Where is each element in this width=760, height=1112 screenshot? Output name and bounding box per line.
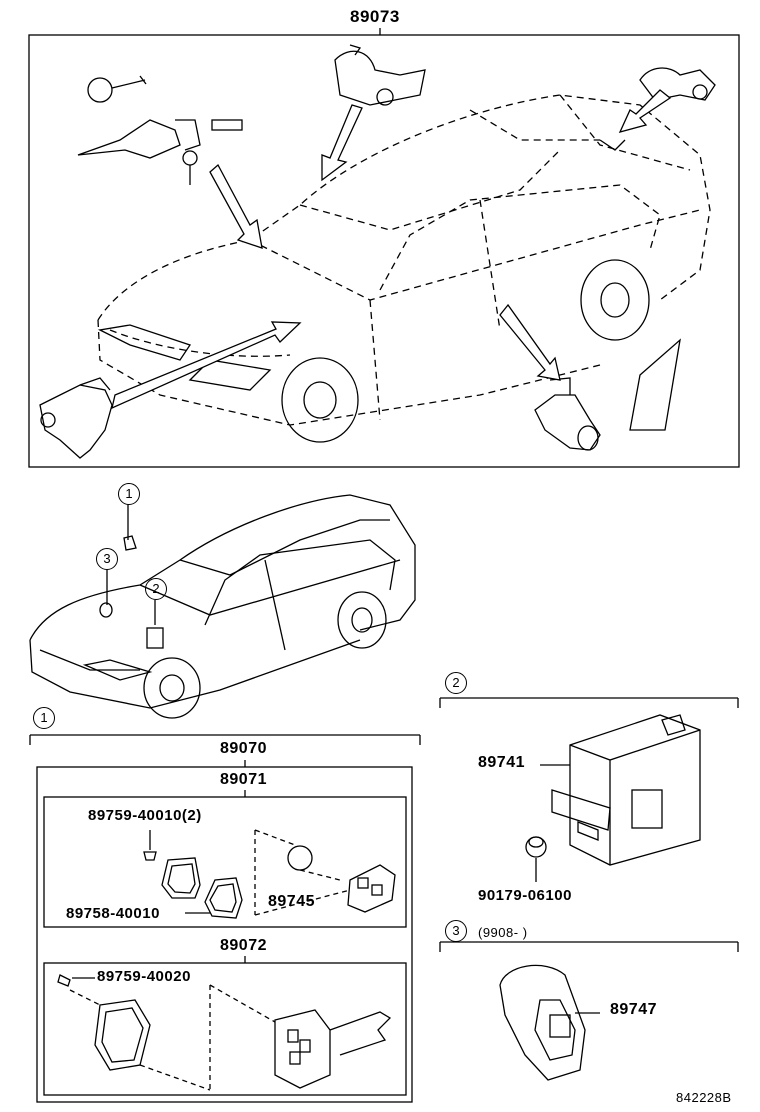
back-door-lock-art <box>599 67 716 151</box>
top-group-part-number: 89073 <box>350 7 400 26</box>
section3-date-note: (9908- ) <box>478 925 528 940</box>
callout-leaders <box>99 505 164 649</box>
middle-callout-2: 2 <box>145 578 167 600</box>
top-frame <box>28 34 740 468</box>
transmitter-parts-art <box>143 829 396 919</box>
transmitter-case-part-number: 89758-40010 <box>66 905 160 922</box>
receiver-part-number: 89741 <box>478 754 525 771</box>
battery-part-number: 89745 <box>268 893 315 910</box>
door-lock-cylinder-bottom-art <box>534 377 601 451</box>
section3-callout: 3 <box>445 920 467 942</box>
transmitter-group-part-number: 89071 <box>220 771 267 788</box>
section1-bracket <box>29 734 421 767</box>
middle-callout-3: 3 <box>96 548 118 570</box>
middle-callout-1: 1 <box>118 483 140 505</box>
transmitter-frame <box>43 796 407 928</box>
vehicle-middle-outline <box>29 494 416 709</box>
kit-frame <box>36 766 413 1103</box>
ignition-key-art <box>77 75 243 185</box>
vehicle-top-front <box>97 324 681 431</box>
key-screw-part-number: 89759-40020 <box>97 968 191 985</box>
section2-callout: 2 <box>445 672 467 694</box>
key-frame <box>43 962 407 1096</box>
vehicle-top-outline <box>97 94 711 426</box>
key-parts-art <box>57 974 392 1091</box>
sensor-art <box>499 964 600 1081</box>
clip-part-number: 90179-06100 <box>478 887 572 904</box>
transmitter-screw-part-number: 89759-40010(2) <box>88 807 202 824</box>
vehicle-middle-wheels <box>143 591 387 719</box>
section3-bracket <box>439 941 739 952</box>
section1-callout: 1 <box>33 707 55 729</box>
pointer-arrows <box>111 89 672 410</box>
figure-id: 842228B <box>676 1090 732 1105</box>
kit-part-number: 89070 <box>220 740 267 757</box>
sensor-part-number: 89747 <box>610 1001 657 1018</box>
receiver-art <box>525 714 701 882</box>
hood-lock-art <box>39 377 113 459</box>
key-group-part-number: 89072 <box>220 937 267 954</box>
section2-bracket <box>439 697 739 708</box>
door-lock-cylinder-top-art <box>334 44 426 106</box>
vehicle-top-wheels <box>281 259 650 443</box>
